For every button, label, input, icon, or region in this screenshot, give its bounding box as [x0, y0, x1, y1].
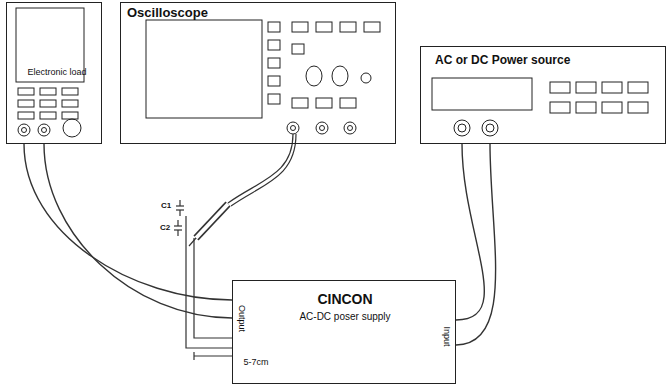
power-source: AC or DC Power source: [420, 46, 666, 144]
device-title: Electronic load: [27, 67, 86, 77]
port-label: Input: [442, 326, 451, 346]
cable: [456, 144, 484, 320]
device-title: CINCON: [317, 291, 372, 307]
dimension-label: 5-7cm: [243, 358, 268, 367]
cable: [24, 144, 232, 300]
device-title: AC or DC Power source: [435, 53, 570, 67]
cable: [44, 144, 232, 318]
power-supply-box: CINCON AC-DC poser supply: [232, 280, 456, 384]
oscilloscope: Oscilloscope: [120, 2, 396, 144]
port-label: Output: [238, 304, 247, 331]
electronic-load: Electronic load: [6, 2, 102, 144]
cable: [456, 144, 496, 345]
device-subtitle: AC-DC poser supply: [299, 311, 390, 322]
capacitor-label: C2: [160, 224, 170, 232]
capacitor-label: C1: [161, 202, 171, 210]
device-title: Oscilloscope: [127, 5, 208, 20]
